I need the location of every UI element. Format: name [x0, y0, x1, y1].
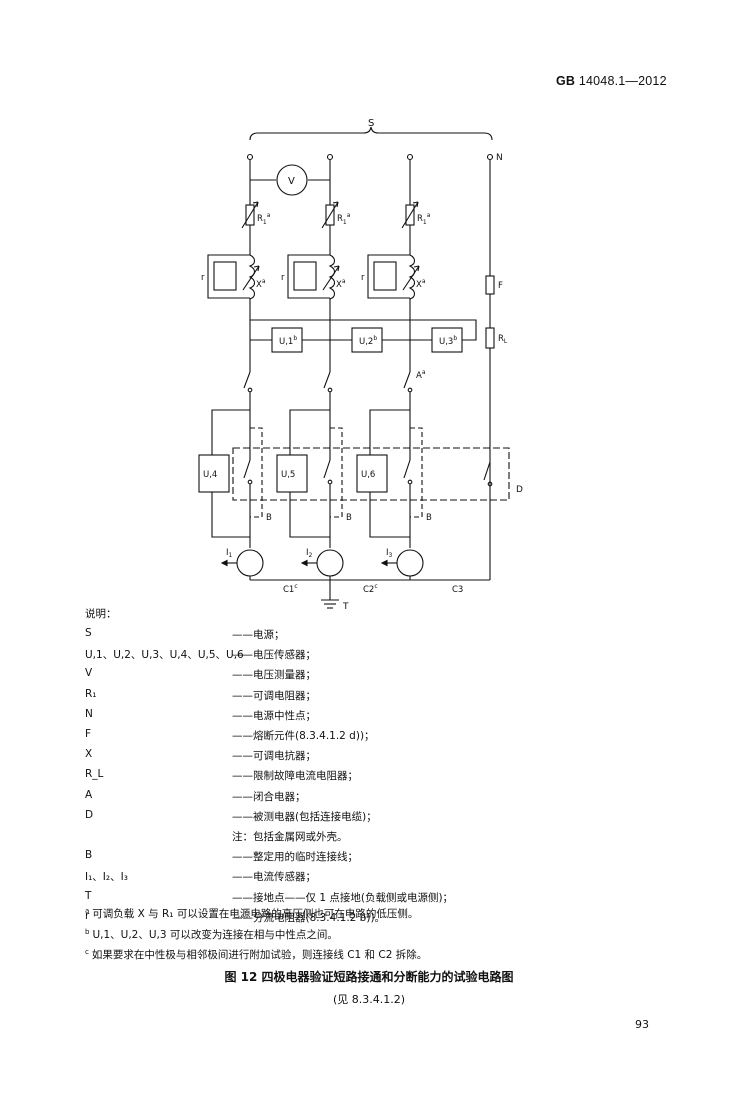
label-X: Xa — [416, 278, 426, 290]
legend-description: ——接地点——仅 1 点接地(负载侧或电源侧)； — [232, 891, 454, 904]
ground-symbol-T — [321, 580, 339, 609]
legend-description: ——限制故障电流电阻器； — [232, 770, 358, 783]
voltage-sensor-U3 — [431, 327, 463, 353]
label-I2: I2 — [306, 548, 313, 559]
figure-subtitle: (见 8.3.4.1.2) — [332, 993, 406, 1006]
legend-key: F — [85, 728, 92, 740]
label-U3: U,3b — [439, 335, 457, 347]
label-R1: R1a — [337, 212, 351, 226]
legend-description: ——被测电器(包括连接电缆)； — [232, 810, 377, 823]
legend-description: ——电压传感器； — [232, 649, 316, 662]
label-r: r — [281, 273, 285, 283]
tested-switches — [243, 459, 493, 487]
footnote-mark: b — [85, 927, 90, 936]
closing-switches-A — [243, 371, 413, 393]
label-C1: C1c — [283, 583, 298, 595]
voltmeter-symbol — [276, 164, 308, 196]
footnote-text: 可调负载 X 与 R₁ 可以设置在电源电路的高压侧也可在电路的低压侧。 — [92, 908, 419, 920]
legend-key: I₁、I₂、I₃ — [85, 871, 128, 884]
label-B: B — [346, 513, 352, 523]
figure-title: 图 12 四极电器验证短路接通和分断能力的试验电路图 — [224, 970, 514, 984]
voltage-sensor-U2 — [351, 327, 383, 353]
label-N: N — [496, 153, 503, 163]
label-U4: U,4 — [203, 470, 217, 480]
label-U5: U,5 — [281, 470, 295, 480]
resistor-RL — [485, 327, 495, 349]
shunt-resistors-r — [207, 254, 410, 299]
label-B: B — [426, 513, 432, 523]
legend-key: T — [85, 889, 92, 902]
legend-description: 注：包括金属网或外壳。 — [232, 831, 348, 843]
circuit-diagram: S N V R1a R1a R1a r — [198, 118, 523, 612]
legend-description: ——整定用的临时连接线； — [232, 851, 358, 864]
label-X: Xa — [256, 278, 266, 290]
label-B: B — [266, 513, 272, 523]
label-R1: R1a — [257, 212, 271, 226]
standard-header: GB 14048.1—2012 — [556, 74, 667, 88]
source-brace — [249, 126, 493, 141]
label-S: S — [368, 118, 374, 129]
label-C2: C2c — [363, 583, 378, 595]
standard-prefix: GB — [556, 74, 576, 88]
temporary-links-B — [250, 427, 423, 518]
label-R1: R1a — [417, 212, 431, 226]
label-T: T — [342, 602, 349, 612]
variable-reactors-X — [242, 254, 420, 300]
voltage-sensor-U1 — [271, 327, 303, 353]
current-sensors-I — [220, 549, 424, 577]
footnote-mark: c — [85, 948, 89, 956]
fuse-F — [485, 275, 495, 295]
legend-description: ——电流传感器； — [232, 871, 316, 884]
legend-description: ——闭合电器； — [232, 790, 306, 803]
label-V: V — [288, 176, 295, 187]
voltage-sensor-U5 — [276, 454, 308, 493]
legend-key: D — [85, 808, 94, 821]
label-U2: U,2b — [359, 335, 377, 347]
legend-description: ——可调电阻器； — [232, 689, 316, 702]
footnote-mark: a — [85, 907, 90, 915]
legend-key: X — [85, 748, 93, 761]
page-number: 93 — [635, 1018, 649, 1031]
legend-key: N — [85, 707, 93, 720]
standard-number: 14048.1—2012 — [578, 74, 667, 88]
legend-key: V — [85, 667, 93, 680]
source-terminals — [246, 153, 494, 161]
label-A: Aa — [416, 369, 426, 381]
label-r: r — [201, 273, 205, 283]
legend-description: ——电压测量器； — [232, 669, 316, 682]
footnote-text: U,1、U,2、U,3 可以改变为连接在相与中性点之间。 — [92, 928, 338, 941]
legend-title: 说明： — [85, 608, 117, 620]
legend-description: ——分流电阻器(8.3.4.1.2 b))。 — [232, 911, 386, 924]
legend-key: r — [85, 909, 90, 922]
label-r: r — [361, 273, 365, 283]
label-RL: RL — [498, 334, 508, 345]
label-F: F — [498, 281, 503, 291]
legend-key: S — [85, 627, 92, 639]
label-D: D — [516, 485, 523, 495]
legend-key: B — [85, 849, 93, 862]
label-U6: U,6 — [361, 470, 375, 480]
device-under-test-D — [232, 447, 510, 501]
label-I3: I3 — [386, 548, 393, 559]
legend-key: R₁ — [85, 687, 97, 700]
label-C3: C3 — [452, 585, 463, 595]
legend-key: U,1、U,2、U,3、U,4、U,5、U,6 — [85, 649, 244, 662]
label-U1: U,1b — [279, 335, 297, 347]
label-I1: I1 — [226, 548, 233, 559]
legend-description: ——电源； — [232, 629, 285, 641]
legend-key: R_L — [85, 768, 104, 781]
voltage-sensor-U6 — [356, 454, 388, 493]
footnote-text: 如果要求在中性极与相邻极间进行附加试验，则连接线 C1 和 C2 拆除。 — [91, 949, 428, 961]
label-X: Xa — [336, 278, 346, 290]
legend-description: ——电源中性点； — [232, 709, 316, 722]
legend-description: ——可调电抗器； — [232, 750, 316, 763]
voltage-sensor-U4 — [198, 454, 230, 493]
legend-key: A — [85, 788, 93, 801]
legend-description: ——熔断元件(8.3.4.1.2 d))； — [232, 730, 375, 742]
